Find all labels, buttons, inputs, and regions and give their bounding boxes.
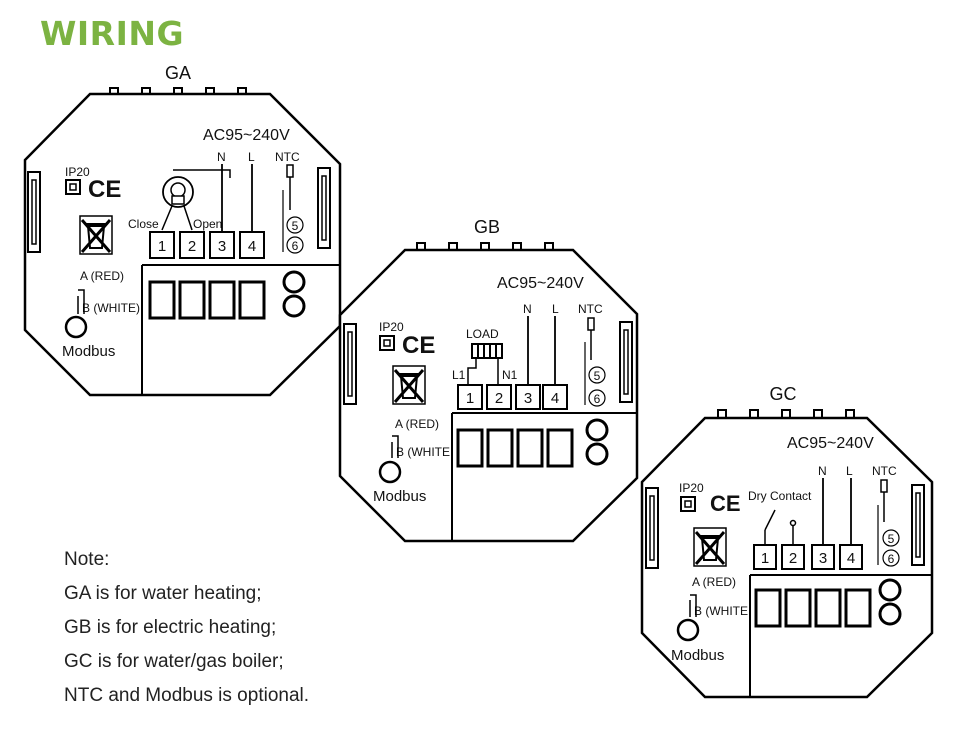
ip20-square-icon (680, 496, 696, 512)
ga-terminal-2: 2 (188, 238, 196, 255)
gb-modbus-b-label: B (WHITE (396, 445, 450, 459)
gb-terminal-1: 1 (466, 390, 474, 407)
note-line: GB is for electric heating; (64, 617, 277, 638)
ga-modbus-b-label: B (WHITE) (82, 301, 140, 315)
ip20-label: IP20 (65, 165, 90, 179)
ip20-label: IP20 (379, 320, 404, 334)
gb-terminal-2: 2 (495, 390, 503, 407)
gc-modbus-b-label: B (WHITE (694, 604, 748, 618)
gc-n-label: N (818, 464, 827, 478)
panel-gb: GB IP20 CE AC95~240V N L NTC LOAD L1 N1 (338, 217, 639, 543)
gc-ntc-terminal-6: 6 (888, 552, 895, 566)
gc-modbus-a-label: A (RED) (692, 575, 736, 589)
panel-gc-right-clip (911, 484, 925, 566)
gb-n1-label: N1 (502, 368, 518, 382)
weee-bin-icon (391, 364, 427, 406)
note-line: GC is for water/gas boiler; (64, 651, 284, 672)
gc-terminal-2: 2 (789, 550, 797, 567)
gc-terminal-3: 3 (819, 550, 827, 567)
gc-power-label: AC95~240V (787, 435, 874, 452)
gb-terminal-strip: 1 2 3 4 (457, 384, 568, 410)
load-coil-icon (467, 343, 503, 385)
ce-mark-icon: CE (710, 491, 741, 516)
ga-ntc-terminal-6: 6 (292, 239, 299, 253)
dry-contact-switch-icon (764, 509, 797, 545)
notes-block: Note: GA is for water heating; GB is for… (64, 543, 309, 713)
valve-icon (161, 169, 231, 231)
ga-l-label: L (248, 150, 255, 164)
ip20-square-icon (65, 179, 81, 195)
gb-n-label: N (523, 302, 532, 316)
gb-l-label: L (552, 302, 559, 316)
ntc-sensor-icon (584, 317, 606, 407)
panel-gc-left-clip (645, 487, 659, 569)
ga-open-label: Open (193, 217, 222, 231)
ga-terminal-3: 3 (218, 238, 226, 255)
gc-terminal-4: 4 (847, 550, 855, 567)
panel-ga-left-clip (27, 171, 41, 253)
ga-close-label: Close (128, 217, 159, 231)
gb-terminal-3: 3 (524, 390, 532, 407)
ga-n-label: N (217, 150, 226, 164)
gc-dry-contact-label: Dry Contact (748, 489, 812, 503)
panel-gc-title: GC (770, 384, 797, 404)
panel-gb-left-clip (343, 323, 357, 405)
panel-gb-right-clip (619, 321, 633, 403)
weee-bin-icon (692, 526, 728, 568)
panel-gc: GC IP20 CE AC95~240V N L NTC Dry Contact… (640, 384, 934, 699)
panel-gb-title: GB (474, 217, 500, 237)
ntc-sensor-icon (282, 164, 304, 254)
ga-terminal-1: 1 (158, 238, 166, 255)
ga-modbus-a-label: A (RED) (80, 269, 124, 283)
modbus-terminal-icon (64, 289, 88, 339)
gc-terminal-1: 1 (761, 550, 769, 567)
notes-heading: Note: (64, 549, 110, 570)
modbus-terminal-icon (378, 435, 402, 484)
gb-ntc-label: NTC (578, 302, 603, 316)
gc-ntc-terminal-5: 5 (888, 532, 895, 546)
gb-ntc-terminal-5: 5 (594, 369, 601, 383)
ga-terminal-4: 4 (248, 238, 256, 255)
note-line: GA is for water heating; (64, 583, 262, 604)
gb-modbus-label: Modbus (373, 488, 426, 505)
gc-l-label: L (846, 464, 853, 478)
gb-power-label: AC95~240V (497, 275, 584, 292)
panel-ga-title: GA (165, 63, 191, 83)
gc-ntc-label: NTC (872, 464, 897, 478)
ga-terminal-strip: 1 2 3 4 (149, 231, 265, 259)
panel-ga: GA IP20 CE AC95~240V N L NTC Close Open (23, 63, 342, 397)
ce-mark-icon: CE (402, 332, 435, 359)
ga-ntc-terminal-5: 5 (292, 219, 299, 233)
ip20-label: IP20 (679, 481, 704, 495)
page-title: WIRING (40, 14, 185, 53)
weee-bin-icon (78, 214, 114, 256)
modbus-terminal-icon (676, 594, 700, 642)
gc-terminal-strip: 1 2 3 4 (753, 544, 863, 570)
gb-l1-label: L1 (452, 368, 466, 382)
ce-mark-icon: CE (88, 176, 121, 203)
panel-ga-right-clip (317, 167, 331, 249)
ga-power-label: AC95~240V (203, 127, 290, 144)
ntc-sensor-icon (877, 479, 900, 567)
gb-modbus-a-label: A (RED) (395, 417, 439, 431)
note-line: NTC and Modbus is optional. (64, 685, 310, 706)
gb-load-label: LOAD (466, 327, 499, 341)
ga-modbus-label: Modbus (62, 343, 115, 360)
ga-ntc-label: NTC (275, 150, 300, 164)
ip20-square-icon (379, 335, 395, 351)
gb-terminal-4: 4 (551, 390, 559, 407)
gc-modbus-label: Modbus (671, 647, 724, 664)
gb-ntc-terminal-6: 6 (594, 392, 601, 406)
